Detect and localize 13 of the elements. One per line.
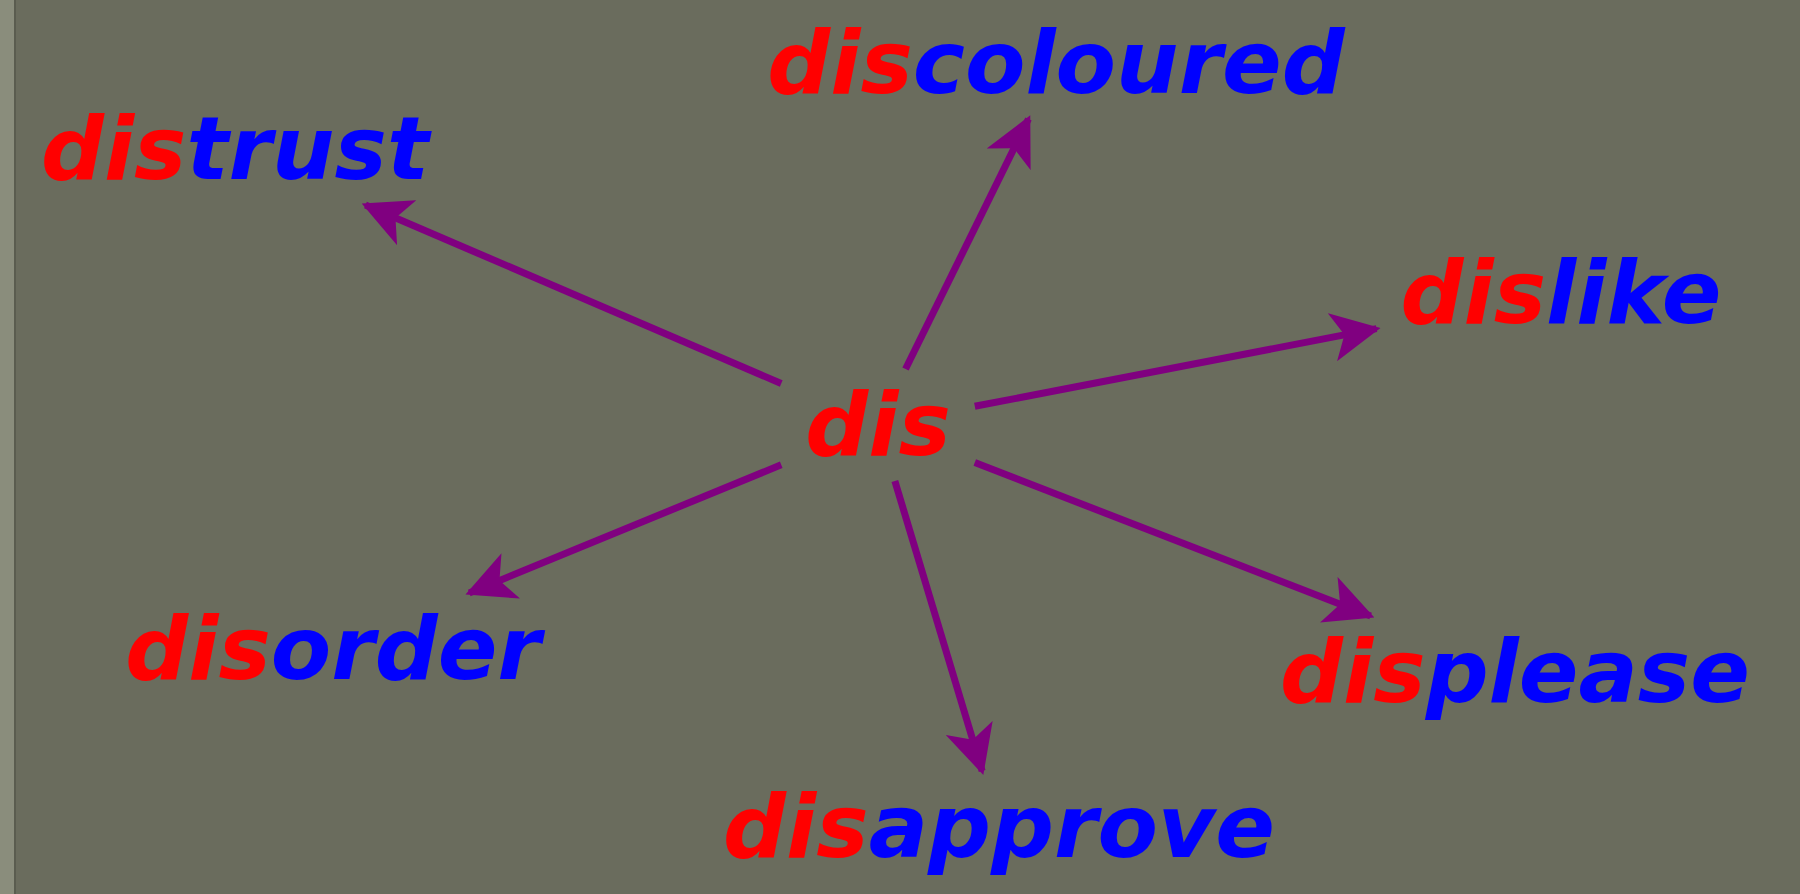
arrow <box>465 461 783 599</box>
word-label: disapprove <box>699 771 1299 883</box>
word-label: discoloured <box>743 7 1369 119</box>
word-label: disorder <box>101 593 565 705</box>
arrow <box>973 459 1375 623</box>
word-label: displease <box>1256 616 1774 728</box>
arrow <box>974 313 1381 410</box>
word-label: dislike <box>1376 237 1746 349</box>
arrow <box>361 200 783 387</box>
arrow <box>902 115 1032 371</box>
word-label: distrust <box>16 93 454 205</box>
arrow <box>891 480 993 775</box>
word-label: dis <box>781 369 975 481</box>
